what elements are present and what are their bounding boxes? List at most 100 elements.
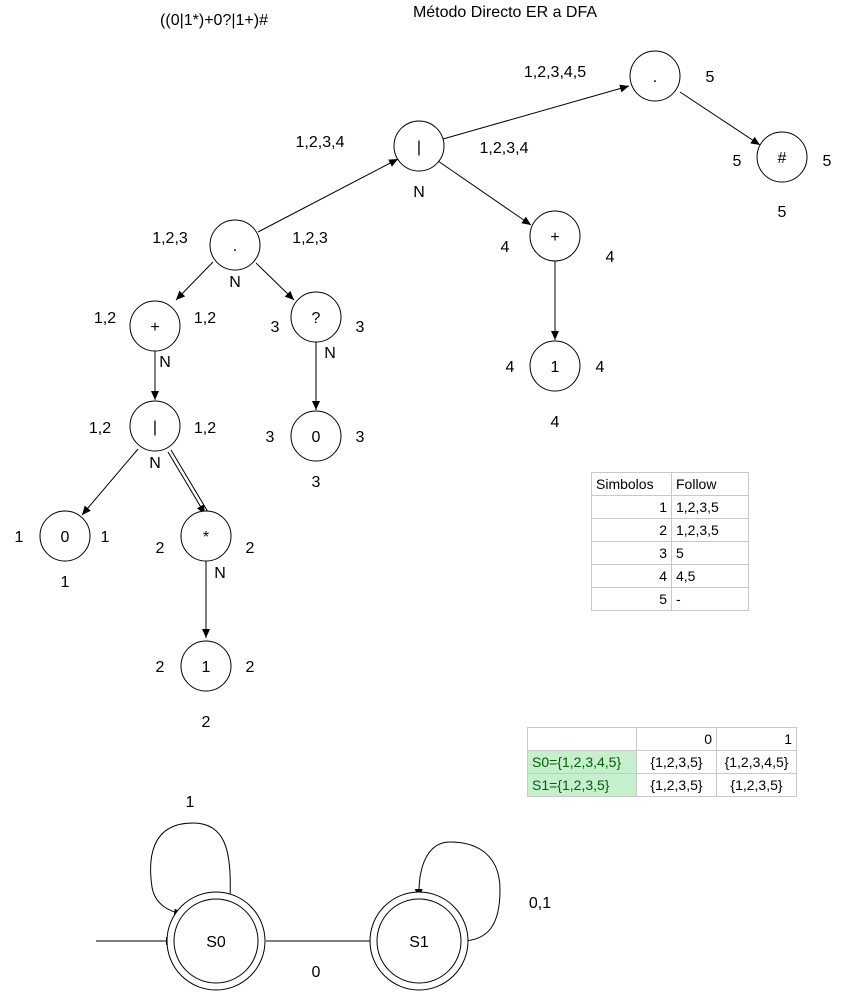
lastpos-label: 2 [246, 659, 255, 676]
dfa-table-header-0: 0 [636, 727, 717, 751]
svg-text:+: + [550, 229, 559, 246]
node-or-top: | [393, 120, 445, 172]
follow-table-header-symbol: Simbolos [591, 472, 672, 496]
self-loop-s0 [150, 822, 231, 917]
table-row: 5 - [591, 587, 749, 611]
table-row: 2 1,2,3,5 [591, 518, 749, 542]
lastpos-label: 2 [246, 540, 255, 557]
dfa-table-header-1: 1 [716, 727, 797, 751]
follow-symbol-cell: 2 [591, 518, 672, 542]
edge-root-to-hash [679, 91, 761, 146]
svg-text:1: 1 [551, 359, 560, 376]
table-row: S0={1,2,3,4,5} {1,2,3,5} {1,2,3,4,5} [527, 750, 797, 774]
firstpos-label: 1,2,3 [152, 230, 188, 247]
dfa-state-cell: S0={1,2,3,4,5} [527, 750, 637, 774]
dfa-transition-cell: {1,2,3,4,5} [716, 750, 797, 774]
svg-text:0: 0 [61, 529, 70, 546]
table-row: 3 5 [591, 541, 749, 565]
node-zero-mid: 0 [290, 410, 342, 462]
edge-or-low-to-zero [81, 448, 139, 516]
dfa-transition-cell: {1,2,3,5} [636, 750, 717, 774]
firstpos-label: 1,2 [89, 420, 111, 437]
svg-text:S1: S1 [409, 934, 429, 951]
position-label: 1 [61, 574, 70, 591]
dfa-table-header-state [527, 727, 637, 751]
follow-value-cell: 1,2,3,5 [671, 518, 749, 542]
dfa-transition-cell: {1,2,3,5} [716, 773, 797, 797]
nullable-label: N [229, 274, 241, 291]
firstpos-label: 2 [156, 659, 165, 676]
node-zero-left: 0 [39, 510, 91, 562]
table-row: 1 1,2,3,5 [591, 495, 749, 519]
table-row: 4 4,5 [591, 564, 749, 588]
self-loop-s1 [414, 841, 501, 942]
svg-text:|: | [417, 139, 421, 156]
firstpos-label: 1,2,3,4 [296, 134, 345, 151]
position-label: 5 [778, 204, 787, 221]
firstpos-label: 4 [506, 359, 515, 376]
svg-text:0: 0 [312, 429, 321, 446]
transition-label-s0-s0: 1 [186, 794, 195, 811]
follow-value-cell: 1,2,3,5 [671, 495, 749, 519]
follow-value-cell: 5 [671, 541, 749, 565]
lastpos-label: 1,2 [194, 420, 216, 437]
follow-symbol-cell: 5 [591, 587, 672, 611]
dfa-state-s0: S0 [166, 891, 266, 991]
dfa-state-s1: S1 [369, 891, 469, 991]
nullable-label: N [413, 184, 425, 201]
table-row: S1={1,2,3,5} {1,2,3,5} {1,2,3,5} [527, 773, 797, 797]
edge-or-low-to-star-a [170, 449, 209, 513]
follow-symbol-cell: 1 [591, 495, 672, 519]
follow-value-cell: - [671, 587, 749, 611]
node-star: * [180, 510, 232, 562]
follow-table: Simbolos Follow 1 1,2,3,5 2 1,2,3,5 3 5 … [591, 472, 749, 611]
svg-text:1: 1 [202, 659, 211, 676]
svg-text:#: # [778, 150, 787, 167]
position-label: 2 [202, 714, 211, 731]
firstpos-label: 3 [271, 319, 280, 336]
nullable-label: N [149, 455, 161, 472]
firstpos-label: 1 [15, 529, 24, 546]
svg-text:?: ? [312, 310, 321, 327]
position-label: 3 [312, 474, 321, 491]
firstpos-label: 4 [501, 239, 510, 256]
node-one-right: 1 [529, 340, 581, 392]
firstpos-label: 5 [733, 153, 742, 170]
node-or-low: | [129, 400, 181, 452]
edge-or-to-root [442, 84, 630, 140]
firstpos-label: 1,2,3,4,5 [524, 64, 586, 81]
svg-text:|: | [153, 419, 157, 436]
dfa-transition-cell: {1,2,3,5} [636, 773, 717, 797]
node-root-concat: . [629, 50, 681, 102]
edge-cat-to-question [255, 262, 295, 301]
lastpos-label: 4 [606, 249, 615, 266]
firstpos-label: 3 [266, 429, 275, 446]
firstpos-label: 2 [156, 540, 165, 557]
dfa-state-cell: S1={1,2,3,5} [527, 773, 637, 797]
edge-cat-to-plus-left [175, 261, 214, 301]
lastpos-label: 4 [596, 359, 605, 376]
lastpos-label: 1,2,3 [292, 230, 328, 247]
nullable-label: N [324, 345, 336, 362]
diagram-title: Método Directo ER a DFA [413, 4, 597, 21]
position-label: 4 [551, 414, 560, 431]
dfa-transition-table: 0 1 S0={1,2,3,4,5} {1,2,3,5} {1,2,3,4,5}… [527, 727, 797, 797]
follow-value-cell: 4,5 [671, 564, 749, 588]
nullable-label: N [159, 354, 171, 371]
regex-expression: ((0|1*)+0?|1+)# [160, 12, 268, 29]
svg-text:+: + [150, 319, 159, 336]
follow-symbol-cell: 4 [591, 564, 672, 588]
lastpos-label: 1,2 [194, 310, 216, 327]
svg-text:.: . [233, 238, 237, 255]
edge-or-low-to-star-b [167, 451, 206, 515]
transition-label-s1-s1: 0,1 [529, 895, 551, 912]
node-concat-left: . [209, 219, 261, 271]
node-plus-right: + [529, 210, 581, 262]
lastpos-label: 1 [101, 529, 110, 546]
edge-or-to-plus-right [437, 160, 532, 226]
node-one-left: 1 [180, 640, 232, 692]
follow-symbol-cell: 3 [591, 541, 672, 565]
lastpos-label: 3 [356, 319, 365, 336]
lastpos-label: 5 [706, 69, 715, 86]
